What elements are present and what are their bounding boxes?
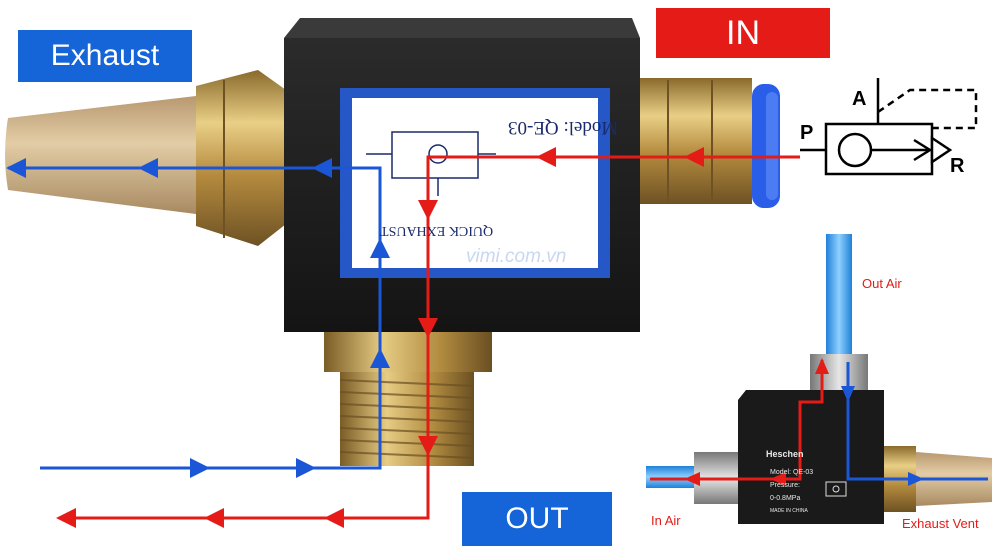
small-valve-made: MADE IN CHINA (770, 508, 808, 514)
flow-arrow-icon (418, 318, 438, 338)
flow-arrow-icon (418, 436, 438, 456)
pneumatic-valve-symbol-icon (800, 78, 978, 176)
symbol-port-p: P (800, 122, 814, 144)
exhaust-vent-label: Exhaust Vent (902, 516, 979, 531)
silencer (5, 96, 196, 214)
flow-arrow-icon (56, 508, 76, 528)
in-label: IN (656, 8, 830, 58)
valve-type-text: QUICK EXHAUST (380, 223, 494, 238)
in-air-label: In Air (651, 513, 681, 528)
flow-arrow-icon (138, 158, 158, 178)
flow-arrow-icon (370, 238, 390, 258)
flow-arrow-icon (312, 158, 332, 178)
brass-fitting-right (640, 78, 752, 204)
out-air-label: Out Air (862, 276, 902, 291)
out-air-tube (826, 234, 852, 354)
flow-arrow-icon (684, 472, 700, 486)
small-valve-range: 0-0.8MPa (770, 495, 801, 502)
small-valve-body (738, 390, 884, 524)
main-valve (5, 18, 780, 466)
brass-thread-bottom (339, 372, 475, 466)
flow-arrow-icon (204, 508, 224, 528)
flow-arrow-icon (841, 386, 855, 402)
small-valve-model: Model: QE-03 (770, 469, 814, 476)
small-valve (646, 234, 992, 524)
flow-arrow-icon (370, 348, 390, 368)
flow-arrow-icon (296, 458, 316, 478)
watermark: vimi.com.vn (466, 246, 567, 267)
flow-arrow-icon (6, 158, 26, 178)
flow-arrow-icon (815, 358, 829, 374)
brass-nut-left (196, 70, 286, 246)
brass-nut-bottom (324, 332, 492, 372)
exhaust-label: Exhaust (18, 30, 192, 82)
flow-arrow-icon (418, 200, 438, 220)
label-symbol-icon (366, 131, 496, 196)
small-valve-pressure: Pressure: (770, 482, 800, 489)
small-supply-flow (650, 360, 824, 481)
valve-model-text: Model: QE-03 (508, 117, 619, 138)
flow-arrow-icon (908, 472, 924, 486)
flow-arrow-icon (324, 508, 344, 528)
supply-flow-arrows (56, 147, 704, 528)
flow-arrow-icon (684, 147, 704, 167)
exhaust-flow-arrows (6, 158, 390, 478)
small-valve-brand: Heschen (766, 449, 804, 459)
symbol-port-r: R (950, 155, 965, 177)
in-air-tube (646, 466, 694, 488)
symbol-port-a: A (852, 88, 867, 110)
flow-arrow-icon (190, 458, 210, 478)
flow-arrow-icon (536, 147, 556, 167)
out-label: OUT (462, 492, 612, 546)
flow-arrow-icon (770, 472, 786, 486)
